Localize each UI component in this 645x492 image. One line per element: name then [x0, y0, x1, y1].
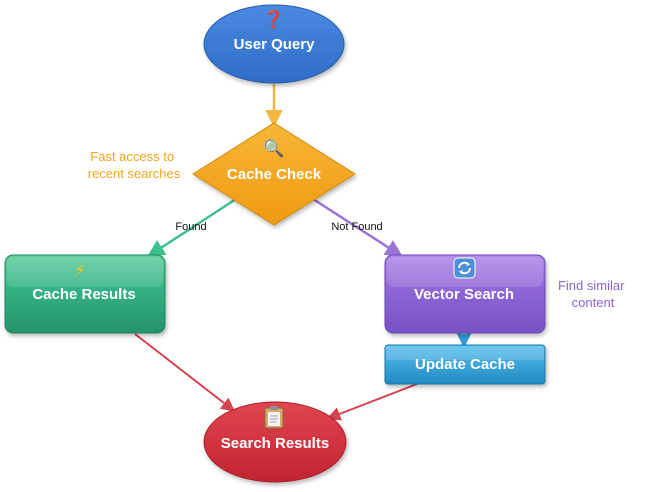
edge-update-cache-to-search-results: [326, 383, 418, 421]
cache-results-node: ⚡ Cache Results: [4, 254, 166, 334]
search-results-node: Search Results: [203, 401, 347, 483]
edge-label-not-found: Not Found: [331, 221, 382, 233]
cache-note-line-1: Fast access to: [90, 149, 174, 164]
update-cache-label: Update Cache: [415, 356, 515, 373]
cache-check-node: 🔍 Cache Check: [192, 122, 356, 226]
lightning-icon: ⚡: [74, 261, 86, 281]
clipboard-icon: [264, 406, 284, 429]
edge-cache-results-to-search-results: [134, 333, 236, 412]
user-query-node: ❓ User Query: [203, 4, 345, 84]
update-cache-node: Update Cache: [384, 344, 546, 385]
question-mark-icon: ❓: [263, 9, 284, 30]
edge-check-to-cache-results: [147, 197, 237, 257]
refresh-icon: [453, 257, 476, 279]
vector-note-line-2: content: [572, 295, 615, 310]
vector-note-line-1: Find similar: [558, 278, 625, 293]
user-query-label: User Query: [234, 36, 316, 53]
vector-note: Find similar content: [558, 278, 628, 310]
edge-check-to-vector-search: [312, 197, 403, 257]
vector-search-node: Vector Search: [384, 254, 546, 334]
cache-note: Fast access to recent searches: [88, 149, 181, 181]
vector-search-label: Vector Search: [414, 286, 514, 303]
cache-check-label: Cache Check: [227, 166, 322, 183]
cache-results-label: Cache Results: [32, 286, 135, 303]
search-results-label: Search Results: [221, 435, 329, 452]
cache-note-line-2: recent searches: [88, 166, 181, 181]
magnifier-icon: 🔍: [263, 137, 284, 159]
edge-label-found: Found: [175, 221, 206, 233]
